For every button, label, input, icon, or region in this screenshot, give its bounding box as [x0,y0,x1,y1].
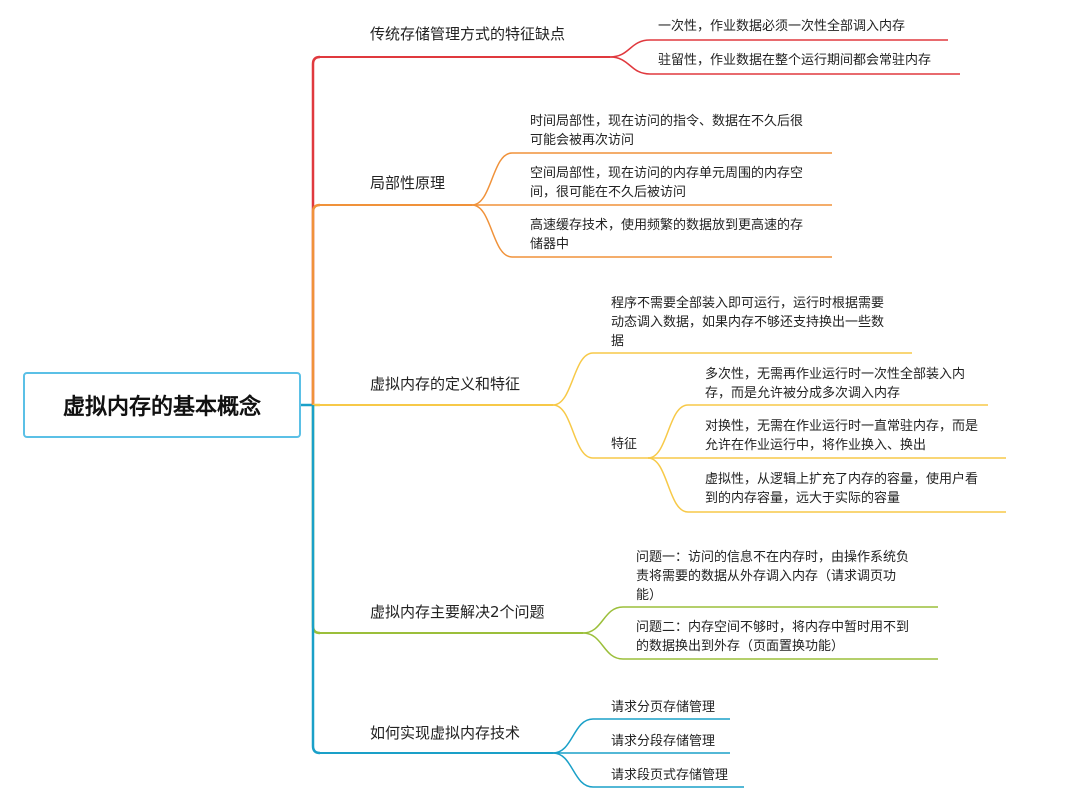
branch-locality-label[interactable]: 局部性原理 [370,174,446,192]
branch-definition-label[interactable]: 虚拟内存的定义和特征 [370,375,521,393]
branch-problems-label[interactable]: 虚拟内存主要解决2个问题 [370,603,545,621]
leaf-line: 多次性，无需再作业运行时一次性全部装入内 [705,367,966,382]
leaf-line: 对换性，无需在作业运行时一直常驻内存，而是 [705,419,979,434]
connector-curve [582,606,624,634]
connector-curve [582,632,624,660]
leaf-line: 的数据换出到外存（页面置换功能） [636,639,845,654]
leaf-line: 问题二：内存空间不够时，将内存中暂时用不到 [636,620,910,635]
leaf-line: 可能会被再次访问 [530,133,635,148]
leaf-line: 允许在作业运行中，将作业换入、换出 [705,438,927,453]
leaf-one-time[interactable]: 一次性，作业数据必须一次性全部调入内存 [658,19,906,34]
leaf-line: 储器中 [530,237,570,252]
connector-curve [609,39,651,58]
sub-branch-features-label[interactable]: 特征 [611,437,638,452]
spine-segment-teal [311,405,321,755]
leaf-line: 责将需要的数据从外存调入内存（请求调页功 [636,569,897,584]
leaf-line: 时间局部性，现在访问的指令、数据在不久后很 [530,114,804,129]
leaf-line: 高速缓存技术，使用频繁的数据放到更高速的存 [530,218,804,233]
leaf-line: 问题一：访问的信息不在内存时，由操作系统负 [636,550,910,565]
spine-segment-red [311,55,321,405]
leaf-resident[interactable]: 驻留性，作业数据在整个运行期间都会常驻内存 [658,53,932,68]
connector-curve [552,718,594,754]
connector-curve [647,404,689,459]
leaf-paging[interactable]: 请求分页存储管理 [611,700,716,715]
leaf-segmentation[interactable]: 请求分段存储管理 [611,734,716,749]
leaf-line: 存，而是允许被分成多次调入内存 [705,386,901,401]
connector-curve [552,352,594,406]
leaf-line: 动态调入数据，如果内存不够还支持换出一些数 [611,315,885,330]
leaf-line: 到的内存容量，远大于实际的容量 [705,491,901,506]
connector-curve [609,56,651,75]
leaf-line: 能） [636,588,663,603]
root-topic[interactable]: 虚拟内存的基本概念 [23,372,301,438]
leaf-line: 虚拟性，从逻辑上扩充了内存的容量，使用户看 [705,472,979,487]
connector-curve [552,404,594,459]
leaf-line: 据 [611,334,625,349]
leaf-line: 空间局部性，现在访问的内存单元周围的内存空 [530,166,804,181]
leaf-line: 程序不需要全部装入即可运行，运行时根据需要 [611,296,885,311]
branch-traditional-label[interactable]: 传统存储管理方式的特征缺点 [370,25,566,43]
connector-curve [647,457,689,513]
connector-curve [471,152,513,206]
spine-segment-orange [311,203,321,405]
leaf-line: 间，很可能在不久后被访问 [530,185,687,200]
connector-curve [471,204,513,258]
leaf-segmented-paging[interactable]: 请求段页式存储管理 [611,768,729,783]
connector-curve [552,752,594,788]
branch-implementation-label[interactable]: 如何实现虚拟内存技术 [370,724,521,742]
